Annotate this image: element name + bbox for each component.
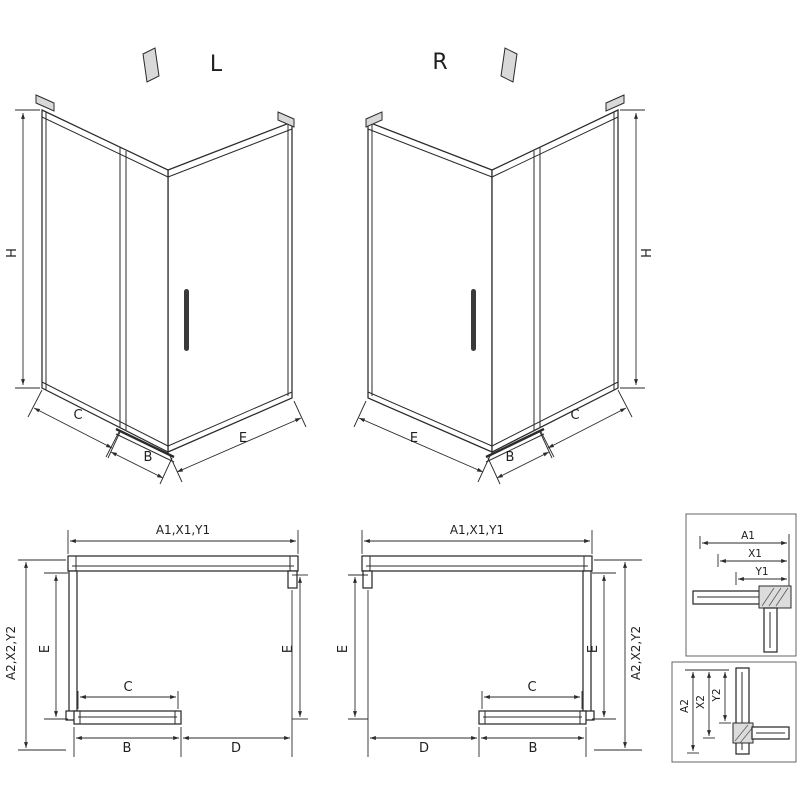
plan-left-dim-a1: A1,X1,Y1 <box>67 523 299 554</box>
plan-right-dim-a2-label: A2,X2,Y2 <box>629 626 643 680</box>
detail-view-top: A1 X1 Y1 <box>685 513 797 657</box>
iso-left-dimensions: H C B E <box>5 109 307 485</box>
plan-right-dim-c-label: C <box>527 680 536 695</box>
plan-left-back-panel <box>67 555 299 572</box>
plan-right-dim-d-label: D <box>419 741 429 756</box>
iso-left-front-panel <box>41 109 169 454</box>
iso-left-dim-c: C <box>27 389 121 458</box>
plan-left-dim-a1-label: A1,X1,Y1 <box>156 523 210 537</box>
variant-label-right: R <box>432 50 447 75</box>
plan-left-dim-c-label: C <box>123 680 132 695</box>
plan-right-dim-d: D <box>367 590 477 757</box>
detail-top-dim-y1-label: Y1 <box>754 566 768 578</box>
plan-right-dim-c: C <box>481 680 583 709</box>
detail-bottom-dim-y2-label: Y2 <box>711 688 723 702</box>
plan-right-dim-b: B <box>478 727 587 757</box>
plan-right-dim-e-left-label: E <box>336 645 351 653</box>
plan-right-dim-b-label: B <box>529 741 538 756</box>
plan-left-dim-a2-label: A2,X2,Y2 <box>4 626 18 680</box>
iso-right-side-panel <box>367 121 493 453</box>
iso-right-dim-e: E <box>353 400 491 483</box>
iso-left-door-handle <box>184 289 189 351</box>
iso-left-top-rail-front <box>41 116 169 178</box>
iso-right-ceiling-post <box>500 47 518 83</box>
plan-right-return-profile <box>362 570 373 589</box>
iso-left-ceiling-post <box>142 47 160 83</box>
plan-left-dim-d: D <box>183 590 293 757</box>
iso-right-dim-b: B <box>487 431 553 485</box>
plan-right-dim-e-right-label: E <box>586 645 601 653</box>
iso-left-dim-e: E <box>169 400 307 483</box>
iso-right-door-handle <box>471 289 476 351</box>
iso-left-dim-c-label: C <box>73 408 82 423</box>
iso-left-wall-bracket-left <box>35 94 55 112</box>
plan-right-back-panel <box>361 555 593 572</box>
iso-left-door-track <box>115 427 175 459</box>
iso-left-dim-h: H <box>5 109 40 389</box>
plan-right-dim-a2: A2,X2,Y2 <box>594 559 643 751</box>
plan-left-dim-b-label: B <box>123 741 132 756</box>
iso-right-wall-bracket-right <box>605 94 625 112</box>
plan-left-dim-e-right-label: E <box>281 645 296 653</box>
iso-right-dim-b-label: B <box>506 450 515 465</box>
iso-right-dim-h-label: H <box>640 248 655 258</box>
detail-bottom-dim-a2-label: A2 <box>679 699 691 713</box>
plan-left-dim-b: B <box>73 727 182 757</box>
plan-right-dim-e-left: E <box>336 574 368 720</box>
plan-right-dim-a1: A1,X1,Y1 <box>361 523 593 554</box>
plan-left-dim-c: C <box>77 680 179 709</box>
detail-top-dim-x1-label: X1 <box>748 548 762 560</box>
detail-bottom-dim-x2-label: X2 <box>695 695 707 709</box>
iso-left-top-rail-side <box>167 128 293 178</box>
iso-left-side-panel <box>167 121 293 453</box>
iso-left-dim-e-label: E <box>239 431 247 446</box>
iso-right-wall-bracket-left <box>365 111 383 128</box>
detail-view-bottom: A2 X2 Y2 <box>671 661 797 763</box>
plan-left-side-panel <box>68 570 78 720</box>
iso-view-left: L <box>35 47 295 463</box>
plan-left-return-profile <box>287 570 298 589</box>
variant-label-left: L <box>210 52 223 77</box>
iso-right-top-rail-side <box>367 128 493 178</box>
plan-left-dim-a2: A2,X2,Y2 <box>4 559 66 751</box>
plan-left-dim-d-label: D <box>231 741 241 756</box>
plan-left-dim-e-right: E <box>281 574 308 720</box>
iso-view-right: R <box>365 47 625 463</box>
iso-right-door-track <box>485 427 545 459</box>
iso-right-dim-c-label: C <box>570 408 579 423</box>
plan-view-left: A1,X1,Y1 A2,X2,Y2 E E <box>4 523 308 757</box>
iso-left-dim-b: B <box>107 431 173 485</box>
plan-right-dim-e-right: E <box>586 572 616 720</box>
iso-right-dimensions: H E B C <box>353 109 655 485</box>
iso-right-dim-c: C <box>539 389 633 458</box>
detail-top-frame <box>685 513 797 657</box>
iso-right-front-panel <box>491 109 619 454</box>
plan-left-dim-e-left-label: E <box>38 645 53 653</box>
plan-left-dim-e-left: E <box>38 572 68 720</box>
iso-right-top-rail-front <box>491 116 619 178</box>
plan-view-right: A1,X1,Y1 A2,X2,Y2 E E <box>336 523 643 757</box>
plan-right-dim-a1-label: A1,X1,Y1 <box>450 523 504 537</box>
iso-left-wall-bracket-right <box>277 111 295 128</box>
iso-right-dim-h: H <box>620 109 655 389</box>
iso-right-dim-e-label: E <box>410 431 418 446</box>
detail-top-dim-a1-label: A1 <box>741 530 755 542</box>
iso-left-dim-b-label: B <box>144 450 153 465</box>
iso-left-dim-h-label: H <box>5 248 20 258</box>
